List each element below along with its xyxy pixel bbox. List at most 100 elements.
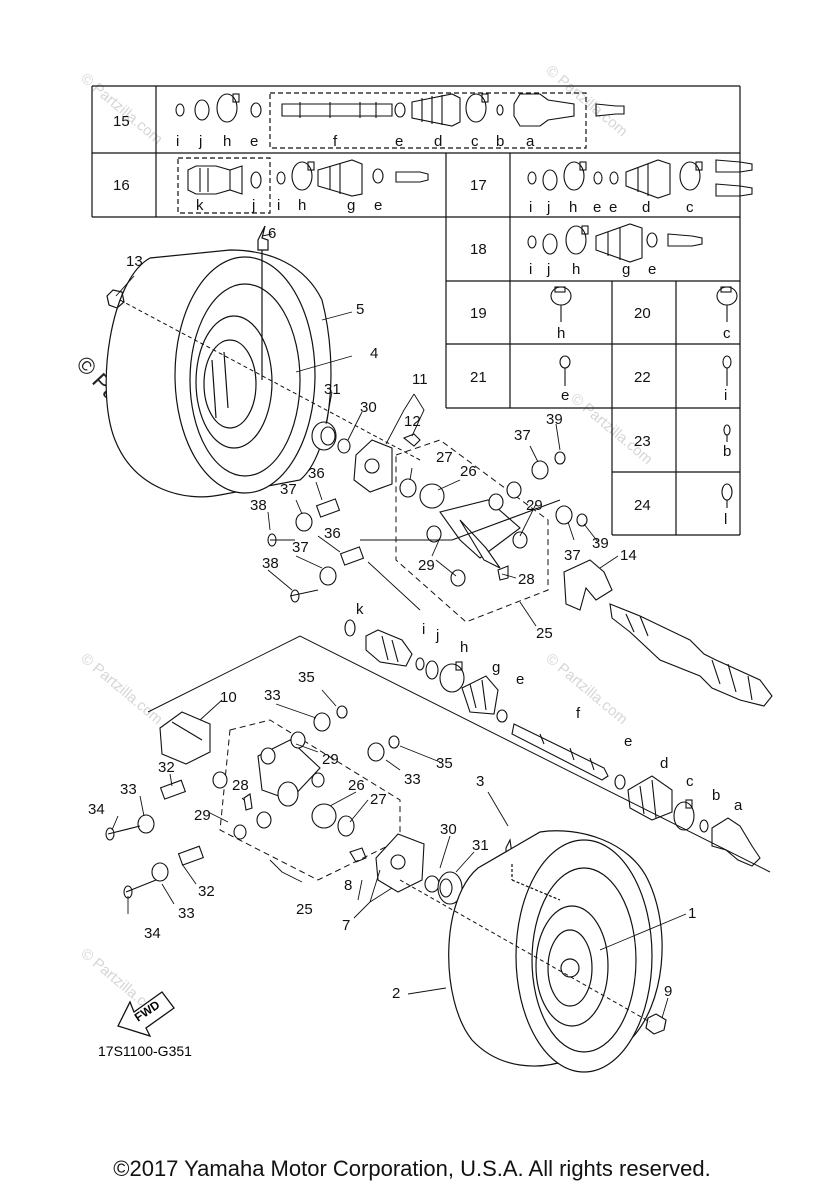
row17-letter-c: c — [686, 199, 694, 216]
row15-letter-a: a — [526, 133, 535, 150]
callout-37b: 37 — [280, 481, 297, 498]
upper-arm-parts — [399, 451, 588, 587]
shaft-letter-c: c — [686, 773, 694, 790]
axle-line-lower — [399, 879, 651, 1023]
callout-2: 2 — [392, 985, 400, 1002]
callout-32b: 32 — [198, 883, 215, 900]
row16-letter-i: i — [277, 197, 280, 214]
row15-letter-j: j — [198, 133, 202, 150]
row15-letter-e: e — [250, 133, 258, 150]
callout-30b: 30 — [440, 821, 457, 838]
watermark-4: © Partzilla.com — [77, 650, 165, 728]
callout-37d: 37 — [564, 547, 581, 564]
callout-32a: 32 — [158, 759, 175, 776]
shaft-letter-k: k — [356, 601, 364, 618]
callout-13: 13 — [126, 253, 143, 270]
callout-10: 10 — [220, 689, 237, 706]
callout-38b: 38 — [262, 555, 279, 572]
callout-5: 5 — [356, 301, 364, 318]
row16-parts — [187, 159, 429, 197]
shaft-letter-d: d — [660, 755, 668, 772]
callout-38a: 38 — [250, 497, 267, 514]
callout-1: 1 — [688, 905, 696, 922]
callout-28b: 28 — [232, 777, 249, 794]
watermark-1: © Partzilla.com — [77, 70, 165, 148]
watermark-5: © Partzilla.com — [542, 650, 630, 728]
row-number-15: 15 — [113, 113, 130, 130]
callout-31b: 31 — [472, 837, 489, 854]
row19-letter-h: h — [557, 325, 565, 342]
row17-parts — [527, 159, 753, 199]
leader-lines — [111, 233, 687, 1019]
callout-29d: 29 — [194, 807, 211, 824]
middle-driveshaft — [344, 619, 761, 867]
callout-7: 7 — [342, 917, 350, 934]
callout-34a: 34 — [88, 801, 105, 818]
callout-12: 12 — [404, 413, 421, 430]
shaft-letter-j: j — [435, 627, 439, 644]
shaft-letter-b: b — [712, 787, 720, 804]
shaft-letter-i: i — [422, 621, 425, 638]
row17-letter-i: i — [529, 199, 532, 216]
row16-letter-k: k — [196, 197, 204, 214]
axle-line-upper — [119, 299, 421, 461]
callout-29a: 29 — [526, 497, 543, 514]
row21-letter-e: e — [561, 387, 569, 404]
kit-table-row-numbers: 15 16 17 18 19 20 21 22 23 24 — [113, 113, 651, 514]
callout-14: 14 — [620, 547, 637, 564]
rear-tire-lower — [448, 830, 667, 1073]
callout-33d: 33 — [178, 905, 195, 922]
row15-letter-b: b — [496, 133, 504, 150]
row17-letters: i j h e e d c — [529, 199, 694, 216]
row-number-17: 17 — [470, 177, 487, 194]
row15-letter-f: f — [333, 133, 338, 150]
row18-letters: i j h g e — [529, 261, 656, 278]
callout-25b: 25 — [296, 901, 313, 918]
row16-letter-e: e — [374, 197, 382, 214]
row18-letter-h: h — [572, 261, 580, 278]
row-number-24: 24 — [634, 497, 651, 514]
row20-letter-c: c — [723, 325, 731, 342]
single-parts — [550, 286, 738, 508]
callout-31a: 31 — [324, 381, 341, 398]
row18-letter-g: g — [622, 261, 630, 278]
shaft-letter-f: f — [576, 705, 581, 722]
lower-arm-parts — [105, 705, 400, 899]
shaft-letter-e1: e — [516, 671, 524, 688]
shaft-letter-g: g — [492, 659, 500, 676]
row15-letter-c: c — [471, 133, 479, 150]
callout-26a: 26 — [460, 463, 477, 480]
row15-letter-e2: e — [395, 133, 403, 150]
row15-parts — [175, 93, 625, 127]
callout-33a: 33 — [264, 687, 281, 704]
shaft-letter-e2: e — [624, 733, 632, 750]
callout-4: 4 — [370, 345, 378, 362]
callout-36b: 36 — [324, 525, 341, 542]
callout-37c: 37 — [292, 539, 309, 556]
row-number-19: 19 — [470, 305, 487, 322]
callout-39a: 39 — [546, 411, 563, 428]
callout-27a: 27 — [436, 449, 453, 466]
row-number-20: 20 — [634, 305, 651, 322]
callout-28a: 28 — [518, 571, 535, 588]
row15-letter-i: i — [176, 133, 179, 150]
callout-39b: 39 — [592, 535, 609, 552]
row18-letter-i: i — [529, 261, 532, 278]
callout-numbers: 6 13 5 4 11 31 30 12 39 37 27 26 29 36 3… — [88, 225, 696, 1002]
callout-35a: 35 — [298, 669, 315, 686]
lower-hub-parts — [349, 833, 519, 905]
row17-letter-j: j — [546, 199, 550, 216]
row-number-23: 23 — [634, 433, 651, 450]
callout-29c: 29 — [322, 751, 339, 768]
shaft-letter-h: h — [460, 639, 468, 656]
row18-letter-j: j — [546, 261, 550, 278]
callout-34b: 34 — [144, 925, 161, 942]
dashed-box-25-upper — [395, 439, 549, 623]
row15-letter-h: h — [223, 133, 231, 150]
row-number-18: 18 — [470, 241, 487, 258]
callout-35b: 35 — [436, 755, 453, 772]
callout-37a: 37 — [514, 427, 531, 444]
callout-27b: 27 — [370, 791, 387, 808]
row-number-21: 21 — [470, 369, 487, 386]
